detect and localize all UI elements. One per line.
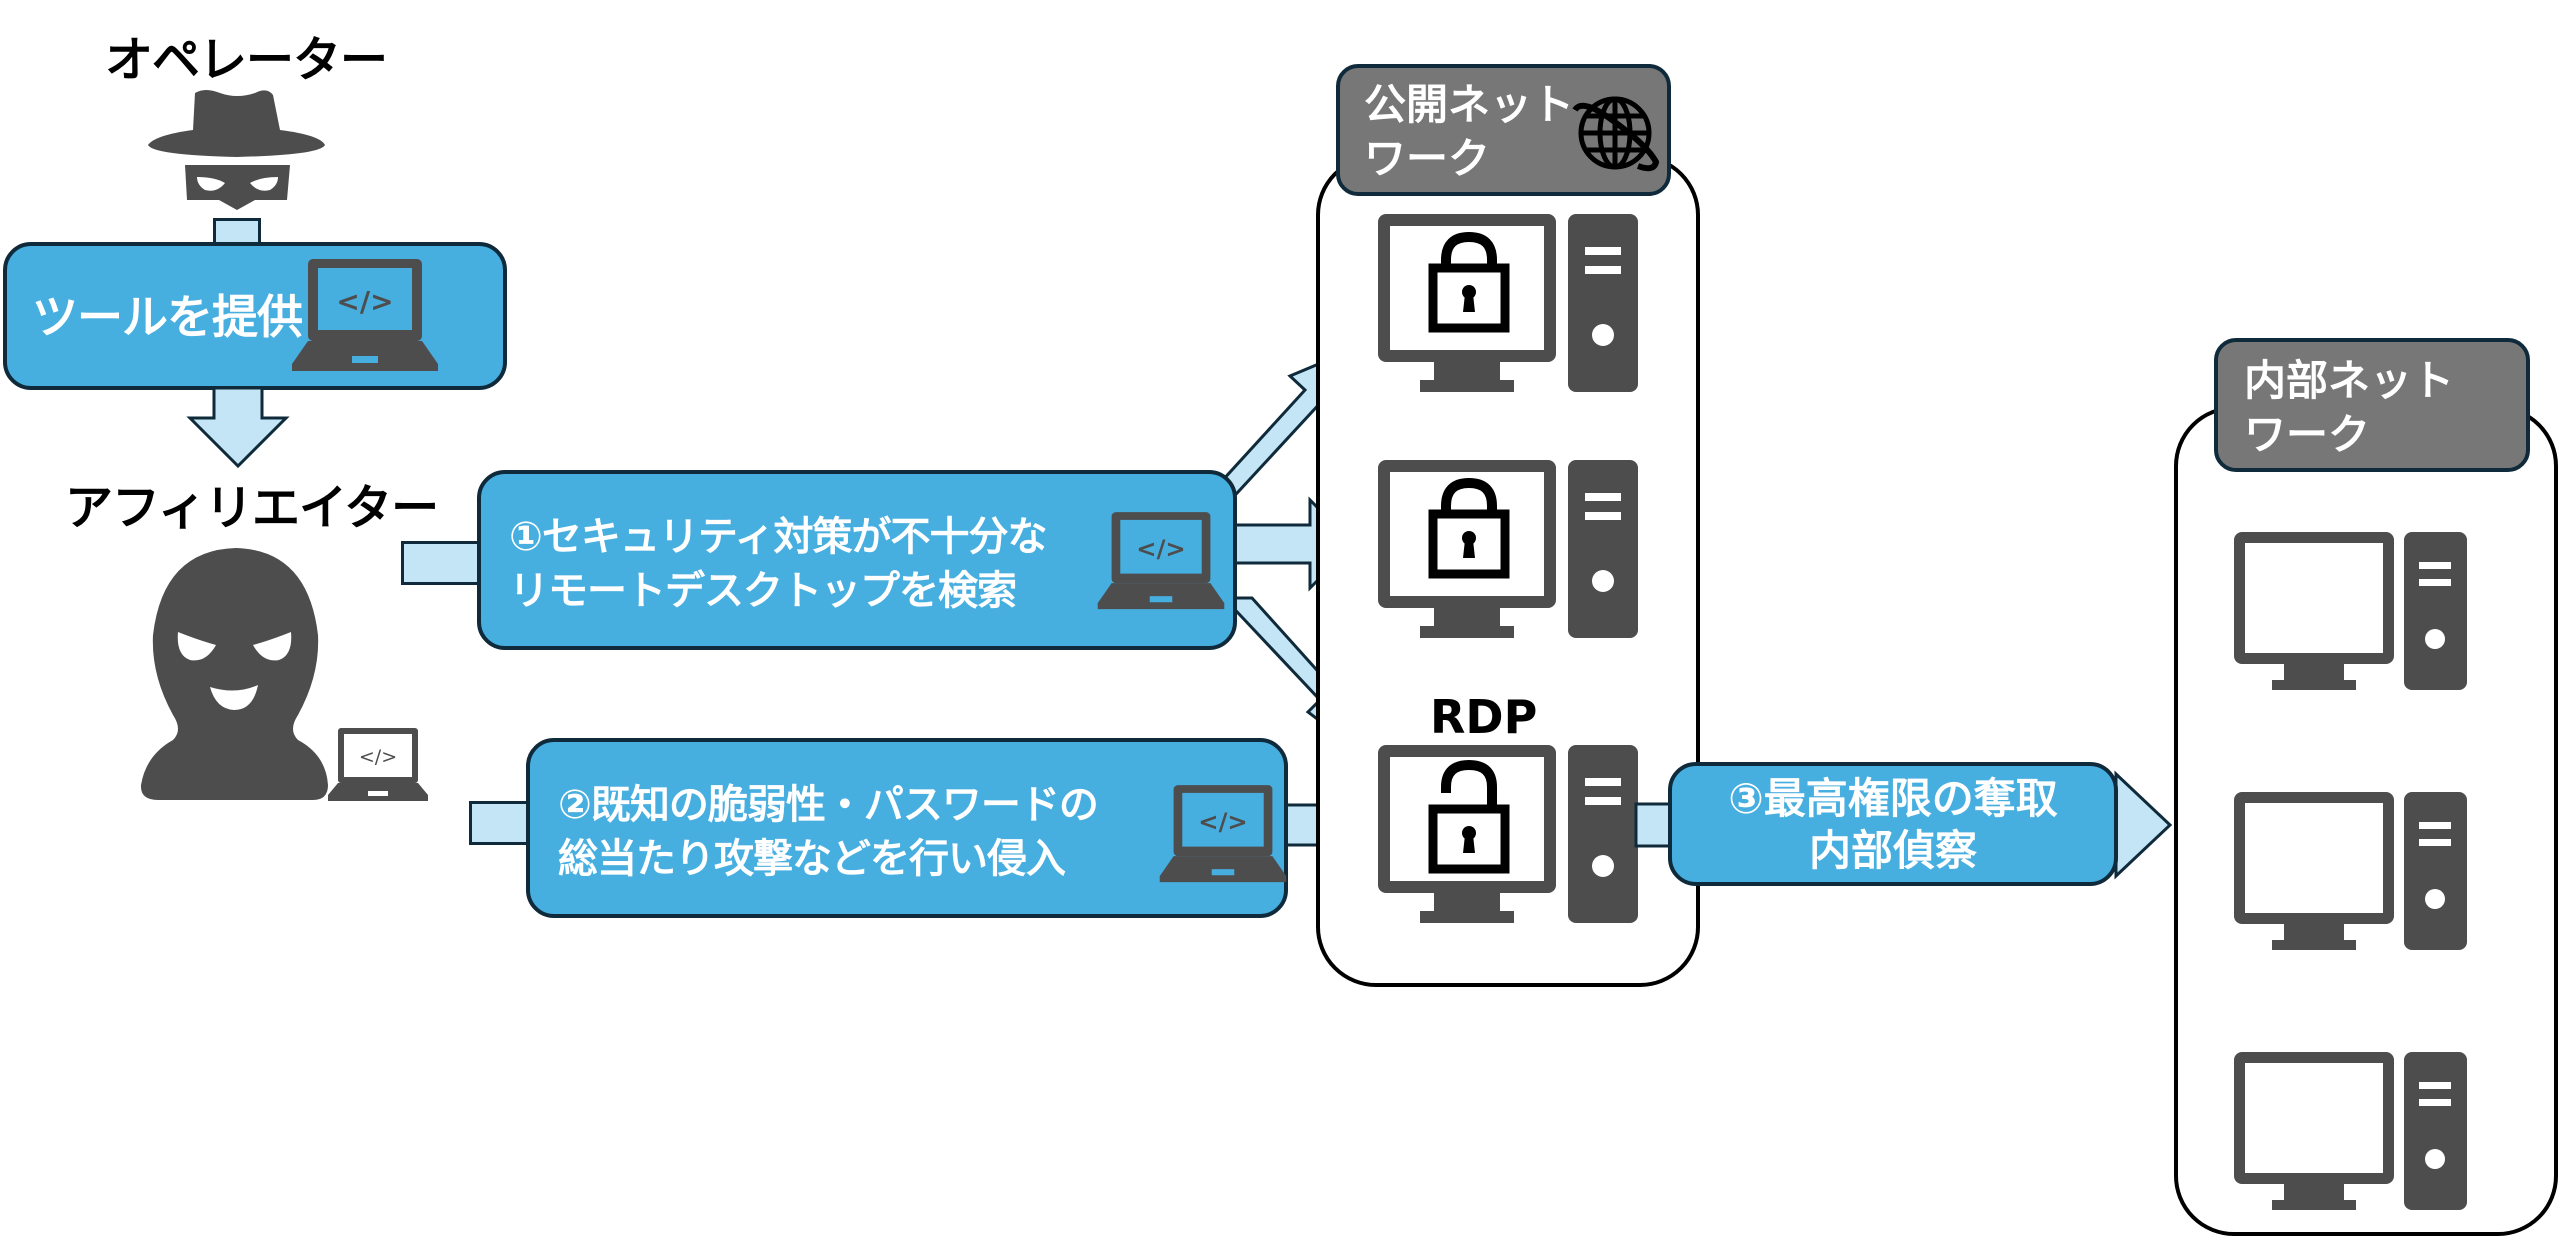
padlock-locked-icon: [1428, 231, 1510, 333]
step3-line2: 内部偵察: [1808, 826, 1977, 875]
hat-mask-hacker-icon: [148, 90, 325, 210]
desktop-computer-icon: [2234, 792, 2467, 950]
step2-intrusion-box: ②既知の脆弱性・パスワードの 総当たり攻撃などを行い侵入 </>: [526, 738, 1288, 918]
rdp-label: RDP: [1430, 690, 1538, 744]
svg-text:</>: </>: [1198, 807, 1248, 836]
step2-line2: 総当たり攻撃などを行い侵入: [558, 836, 1066, 882]
affiliate-label: アフィリエイター: [65, 480, 439, 536]
padlock-unlocked-icon: [1428, 759, 1510, 874]
internal-network-label-line2: ワーク: [2244, 410, 2371, 459]
public-computer-1: [1378, 214, 1640, 394]
down-arrow: [186, 386, 290, 469]
laptop-code-icon: </>: [1097, 512, 1225, 610]
public-computer-rdp: [1378, 745, 1640, 925]
public-computer-2: [1378, 460, 1640, 640]
balaclava-hacker-icon: [140, 548, 328, 800]
laptop-code-icon: </>: [292, 259, 438, 371]
step1-line2: リモートデスクトップを検索: [509, 568, 1017, 614]
provide-tool-box: ツールを提供 </>: [3, 242, 507, 390]
desktop-computer-icon: [2234, 532, 2467, 690]
operator-label: オペレーター: [105, 32, 388, 88]
desktop-computer-icon: [1378, 745, 1638, 923]
step1-search-box: ①セキュリティ対策が不十分な リモートデスクトップを検索 </>: [477, 470, 1237, 650]
public-network-label-line2: ワーク: [1364, 134, 1491, 183]
padlock-locked-icon: [1428, 477, 1510, 579]
provide-tool-label: ツールを提供: [32, 290, 303, 344]
step2-line1: ②既知の脆弱性・パスワードの: [558, 782, 1099, 828]
step1-line1: ①セキュリティ対策が不十分な: [509, 514, 1047, 560]
laptop-code-icon: </>: [328, 728, 428, 801]
step3-line1: ③最高権限の奪取: [1728, 774, 2058, 823]
public-network-label-line1: 公開ネット: [1364, 80, 1575, 129]
feeder-bar-step1: [401, 541, 481, 585]
step3-privilege-box: ③最高権限の奪取 内部偵察: [1668, 762, 2118, 886]
svg-text:</>: </>: [1136, 534, 1186, 563]
internal-network-label-line1: 内部ネット: [2244, 356, 2455, 405]
feeder-bar-step2: [469, 801, 531, 845]
public-network-label: 公開ネット ワーク: [1336, 64, 1671, 196]
svg-text:</>: </>: [359, 746, 397, 768]
svg-text:</>: </>: [336, 285, 393, 318]
globe-icon: [1572, 96, 1660, 172]
laptop-code-icon: </>: [1159, 785, 1287, 883]
internal-network-label: 内部ネット ワーク: [2214, 338, 2530, 472]
desktop-computer-icon: [2234, 1052, 2467, 1210]
